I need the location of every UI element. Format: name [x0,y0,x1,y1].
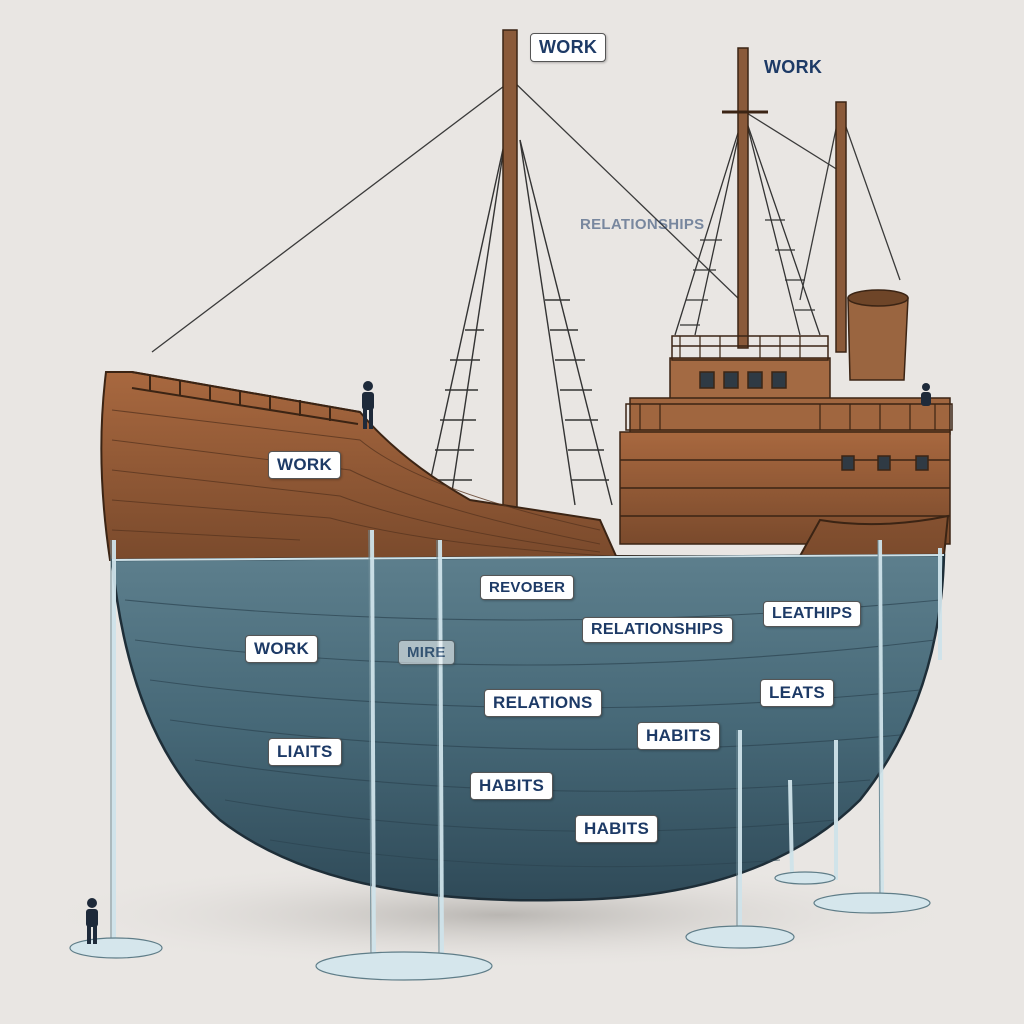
person-stern [921,383,931,406]
waterline [111,554,945,561]
label-liaits: LIAITS [268,738,342,766]
label-work-underwater: WORK [245,635,319,663]
rope-ladder-left [424,139,613,506]
puddles [69,871,931,981]
label-habits-1: HABITS [637,722,721,750]
label-relationships-underwater: RELATIONSHIPS [582,617,733,644]
person-ground [86,898,98,944]
superstructure [619,335,953,545]
rear-mast [835,101,847,353]
label-mire: MIRE [398,640,455,666]
main-mast [502,29,518,521]
label-habits-3: HABITS [575,815,659,843]
label-work-mast-top-left: WORK [530,33,607,62]
label-leats: LEATS [760,679,834,707]
label-leathips: LEATHIPS [763,601,862,628]
label-work-mast-top-right: WORK [764,57,823,77]
rigging [151,79,901,353]
person-bow [362,381,374,429]
fore-mast [737,47,749,349]
rope-ladder-right [674,119,821,336]
label-relationships-rigging: RELATIONSHIPS [580,216,705,233]
label-relations: RELATIONS [484,689,602,717]
upper-hull [100,371,950,562]
label-habits-2: HABITS [470,772,554,800]
leak-streams [112,529,942,961]
label-revober: REVOBER [480,575,575,601]
label-work-hull: WORK [268,451,342,479]
